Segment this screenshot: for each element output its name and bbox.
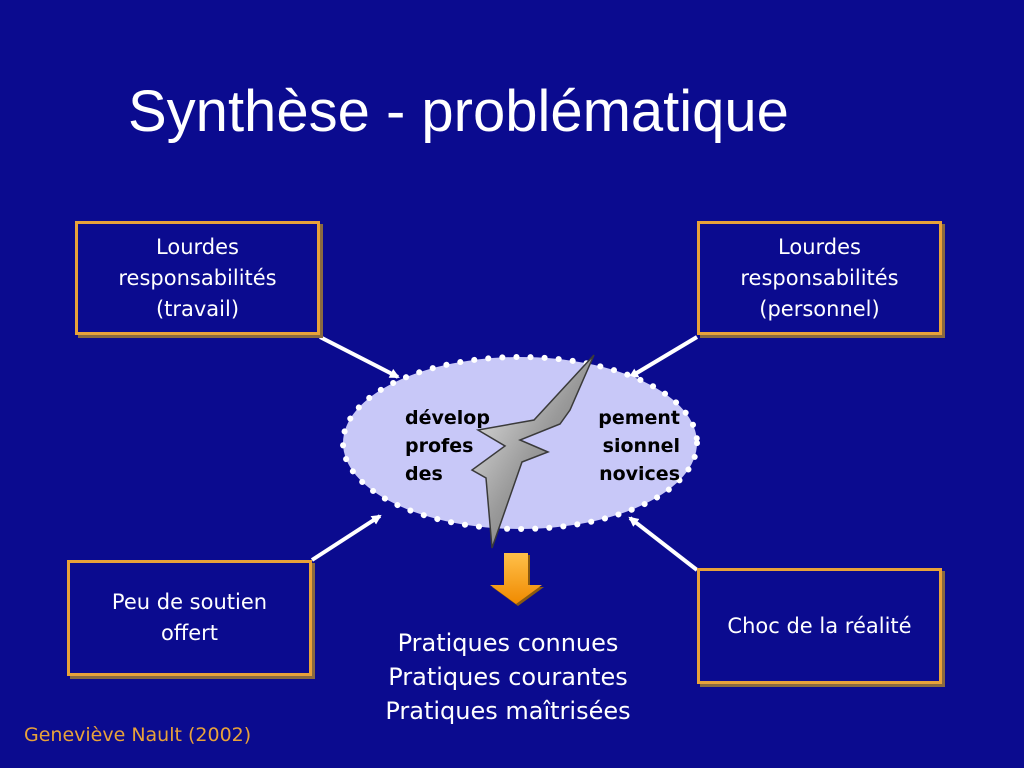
lightning-bolt-icon <box>470 354 595 549</box>
box-little-support: Peu de soutien offert <box>67 560 312 676</box>
author-credit: Geneviève Nault (2002) <box>24 724 252 746</box>
box-line: (travail) <box>155 296 240 321</box>
down-arrow-icon <box>490 553 544 606</box>
arrow-from-bottom-right <box>628 516 699 572</box>
outcome-item: Pratiques maîtrisées <box>385 697 631 725</box>
ellipse-word: dévelop <box>405 407 490 429</box>
box-heavy-responsibilities-personal: Lourdes responsabilités (personnel) <box>697 221 942 335</box>
arrow-from-top-right <box>628 335 699 379</box>
ellipse-text-right: pement sionnel novices <box>566 404 680 488</box>
outcome-item: Pratiques courantes <box>388 663 628 691</box>
arrow-from-top-left <box>319 335 400 379</box>
box-reality-shock: Choc de la réalité <box>697 568 942 684</box>
slide-title: Synthèse - problématique <box>128 79 789 144</box>
ellipse-word: novices <box>599 463 680 485</box>
box-line: (personnel) <box>759 296 880 321</box>
ellipse-word: des <box>405 463 443 485</box>
box-line: responsabilités <box>740 265 899 290</box>
box-line: offert <box>160 621 219 645</box>
box-line: Lourdes <box>156 234 239 259</box>
box-line: Choc de la réalité <box>727 613 912 638</box>
ellipse-word: profes <box>405 435 474 457</box>
ellipse-word: pement <box>598 407 680 429</box>
arrow-from-bottom-left <box>310 514 382 562</box>
ellipse-word: sionnel <box>602 435 680 457</box>
box-line: responsabilités <box>118 265 277 290</box>
ellipse-text-left: dévelop profes des <box>405 404 490 488</box>
box-line: Lourdes <box>778 234 861 259</box>
outcomes-list: Pratiques connues Pratiques courantes Pr… <box>340 626 676 728</box>
box-line: Peu de soutien <box>111 590 268 614</box>
box-heavy-responsibilities-work: Lourdes responsabilités (travail) <box>75 221 320 335</box>
outcome-item: Pratiques connues <box>397 629 619 657</box>
